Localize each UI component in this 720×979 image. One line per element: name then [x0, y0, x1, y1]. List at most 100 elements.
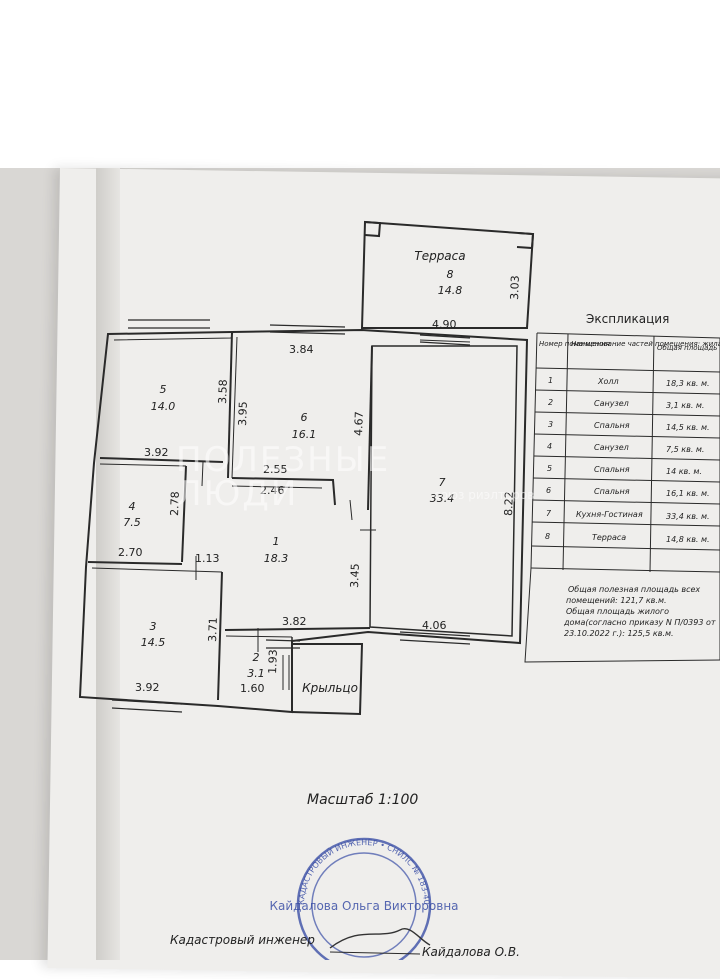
- svg-text:16,1 кв. м.: 16,1 кв. м.: [666, 489, 710, 498]
- svg-text:Спальня: Спальня: [594, 487, 630, 496]
- room-3-number: 3: [150, 620, 157, 633]
- dim-392a: 3.92: [144, 446, 169, 459]
- svg-text:7,5 кв. м.: 7,5 кв. м.: [666, 445, 704, 454]
- dim-392b: 3.92: [135, 681, 160, 694]
- table-title: Экспликация: [586, 312, 669, 326]
- dim-467: 4.67: [352, 411, 366, 436]
- watermark-subtitle: союз риэлторов: [434, 488, 535, 502]
- table-notes: Общая полезная площадь всех помещений: 1…: [563, 585, 716, 638]
- svg-text:4: 4: [547, 442, 552, 451]
- table-row: 2 Санузел 3,1 кв. м.: [548, 398, 704, 410]
- svg-text:14,5 кв. м.: 14,5 кв. м.: [666, 423, 710, 432]
- table-row: 1 Холл 18,3 кв. м.: [548, 376, 710, 388]
- room-labels: Терраса 8 14.8 5 14.0 6 16.1 7 33.4 4 7.…: [123, 249, 465, 695]
- table-row: 6 Спальня 16,1 кв. м.: [546, 486, 710, 498]
- dim-160: 1.60: [240, 682, 265, 695]
- svg-text:33,4 кв. м.: 33,4 кв. м.: [666, 512, 710, 521]
- wall-5-6: [227, 331, 233, 479]
- signature-role: Кадастровый инженер: [170, 933, 315, 947]
- window-3: [111, 699, 183, 713]
- porch-label: Крыльцо: [302, 681, 358, 695]
- dim-395: 3.95: [236, 401, 250, 426]
- table-body: 1 Холл 18,3 кв. м. 2 Санузел 3,1 кв. м. …: [545, 376, 710, 544]
- svg-text:дома(согласно приказу N П/0393: дома(согласно приказу N П/0393 от: [563, 618, 716, 627]
- svg-text:Спальня: Спальня: [594, 465, 630, 474]
- room-6-number: 6: [301, 411, 308, 424]
- svg-text:14 кв. м.: 14 кв. м.: [666, 467, 702, 476]
- wall-5-4: [99, 457, 224, 463]
- terrace-post-right: [516, 232, 535, 250]
- scale-label: Масштаб 1:100: [307, 792, 418, 808]
- porch-outline: [291, 643, 364, 716]
- window-2: [265, 639, 301, 649]
- explication-table: Экспликация Номер поме-щения Наименовани…: [524, 312, 720, 663]
- window-7-top: [419, 334, 471, 346]
- header-room-name: Наименование частей помещения: жилая ком…: [571, 340, 720, 348]
- handwritten-signature: [329, 928, 431, 949]
- wall-hall-bottom: [224, 627, 371, 631]
- terrace-label: Терраса: [414, 249, 465, 263]
- svg-text:Общая полезная площадь всех: Общая полезная площадь всех: [568, 585, 700, 594]
- svg-text:Спальня: Спальня: [594, 421, 630, 430]
- room-6-area: 16.1: [292, 428, 317, 441]
- signature-name: Кайдалова О.В.: [422, 945, 520, 959]
- table-row: 7 Кухня-Гостиная 33,4 кв. м.: [546, 509, 710, 521]
- svg-text:Терраса: Терраса: [592, 533, 626, 542]
- room-1-area: 18.3: [264, 552, 289, 565]
- svg-text:7: 7: [546, 509, 552, 518]
- room-5-area: 14.0: [151, 400, 176, 413]
- room-2-number: 2: [253, 651, 260, 664]
- dim-382: 3.82: [282, 615, 307, 628]
- svg-text:Общая площадь жилого: Общая площадь жилого: [566, 607, 669, 616]
- svg-text:3,1 кв. м.: 3,1 кв. м.: [666, 401, 704, 410]
- room-4-area: 7.5: [123, 516, 141, 529]
- dim-345: 3.45: [348, 563, 362, 588]
- table-row: 5 Спальня 14 кв. м.: [547, 464, 702, 476]
- svg-text:1: 1: [548, 376, 553, 385]
- svg-text:Кухня-Гостиная: Кухня-Гостиная: [576, 510, 643, 519]
- wall-4-3: [87, 561, 183, 565]
- svg-text:помещений: 121,7 кв.м.: помещений: 121,7 кв.м.: [566, 596, 667, 605]
- dim-358: 3.58: [216, 379, 230, 404]
- svg-text:Холл: Холл: [597, 377, 619, 386]
- terrace-outline: [360, 220, 535, 329]
- stamp-center-text: Кайдалова Ольга Викторовна: [269, 899, 458, 913]
- dim-303: 3.03: [508, 275, 522, 300]
- dim-270: 2.70: [118, 546, 143, 559]
- room-7-walls: [369, 345, 518, 637]
- exterior-wall: [78, 328, 529, 714]
- svg-text:14,8 кв. м.: 14,8 кв. м.: [666, 535, 710, 544]
- window-7-bottom: [399, 631, 471, 645]
- wall-3-2: [217, 571, 223, 701]
- dim-490: 4.90: [432, 318, 457, 331]
- svg-text:18,3 кв. м.: 18,3 кв. м.: [666, 379, 710, 388]
- watermark-line-1: ПОЛЕЗНЫЕ: [176, 440, 391, 480]
- dim-384: 3.84: [289, 343, 314, 356]
- dim-822: 8.22: [502, 491, 516, 516]
- svg-text:Санузел: Санузел: [594, 443, 629, 452]
- room-5-number: 5: [160, 383, 167, 396]
- dim-406: 4.06: [422, 619, 447, 632]
- room-8-number: 8: [447, 268, 454, 281]
- table-row: 4 Санузел 7,5 кв. м.: [547, 442, 704, 454]
- dim-113: 1.13: [195, 552, 220, 565]
- svg-text:Санузел: Санузел: [594, 399, 629, 408]
- room-2-area: 3.1: [247, 667, 265, 680]
- dim-371: 3.71: [206, 617, 220, 642]
- room-1-number: 1: [273, 535, 280, 548]
- dim-246: 2.46: [260, 484, 285, 497]
- bathroom-vent: [282, 655, 290, 690]
- svg-text:2: 2: [548, 398, 553, 407]
- watermark-line-2: ЛЮДИ: [176, 474, 299, 514]
- paper-edge-shadow: [96, 168, 120, 960]
- svg-text:8: 8: [545, 532, 550, 541]
- room-8-area: 14.8: [438, 284, 463, 297]
- window-6: [269, 324, 346, 335]
- dim-255: 2.55: [263, 463, 288, 476]
- svg-text:5: 5: [547, 464, 552, 473]
- terrace-post-left: [364, 221, 382, 238]
- header-room-number: Номер поме-щения: [539, 340, 610, 348]
- svg-text:3: 3: [548, 420, 553, 429]
- watermark: ПОЛЕЗНЫЕ ЛЮДИ союз риэлторов: [176, 440, 534, 514]
